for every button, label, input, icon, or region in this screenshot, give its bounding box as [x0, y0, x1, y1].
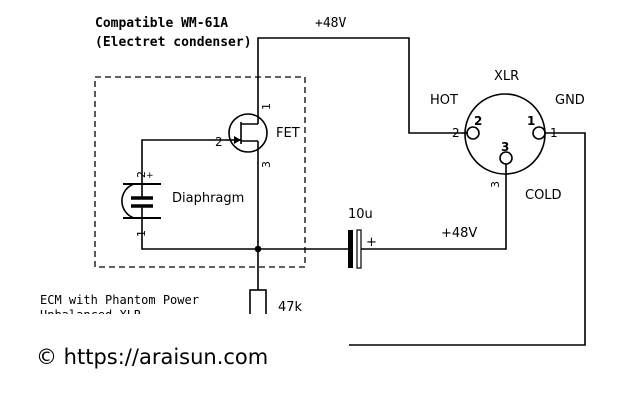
copyright-text: © https://araisun.com	[36, 345, 269, 369]
cold-label: COLD	[525, 188, 562, 203]
diaphragm-label: Diaphragm	[172, 191, 244, 206]
cap-plate-negative	[348, 230, 353, 268]
xlr-pin3-cold	[499, 151, 513, 165]
mic-plus-label: +	[146, 171, 154, 181]
xlr-pin2-inner-label: 2	[474, 114, 482, 128]
hot-label: HOT	[430, 93, 458, 108]
xlr-label: XLR	[494, 69, 519, 84]
crop-mask	[0, 314, 345, 344]
xlr-pin1-inner-label: 1	[527, 114, 535, 128]
xlr-pin3-outer-label: 3	[489, 181, 502, 188]
cap-plate-positive	[356, 229, 362, 269]
title-line1: Compatible WM-61A	[95, 16, 228, 31]
fet-pin-source: 3	[260, 161, 273, 168]
xlr-pin1-gnd	[532, 126, 546, 140]
plus48-top-label: +48V	[315, 16, 346, 31]
wire-gnd-return	[349, 132, 586, 346]
wire-diaphragm-to-node	[141, 225, 258, 250]
title-line2: (Electret condenser)	[95, 35, 252, 50]
xlr-pin2-hot	[466, 126, 480, 140]
fet-pin-drain: 1	[260, 103, 273, 110]
xlr-pin3-inner-label: 3	[501, 140, 509, 154]
mic-pin2-label: 2	[135, 171, 148, 178]
fet-symbol-circle	[228, 113, 268, 153]
wire-cap-to-xlr-cold	[361, 164, 507, 250]
resistor-label: 47k	[278, 300, 303, 315]
cap-value-label: 10u	[348, 207, 373, 222]
cap-plus-label: +	[366, 235, 377, 250]
diaphragm-housing-arc	[121, 183, 135, 219]
wire-drain-to-xlr-hot	[257, 37, 462, 134]
plus48-mid-label: +48V	[441, 226, 477, 241]
fet-label: FET	[276, 126, 300, 141]
caption-line1: ECM with Phantom Power	[40, 293, 199, 307]
fet-pin-gate: 2	[215, 135, 223, 149]
fet-gate-arrow-icon	[234, 136, 241, 144]
xlr-pin2-outer-label: 2	[452, 126, 460, 140]
mic-module-box	[94, 76, 306, 268]
gnd-label: GND	[555, 93, 585, 108]
wire-gate-to-diaphragm	[141, 139, 226, 178]
